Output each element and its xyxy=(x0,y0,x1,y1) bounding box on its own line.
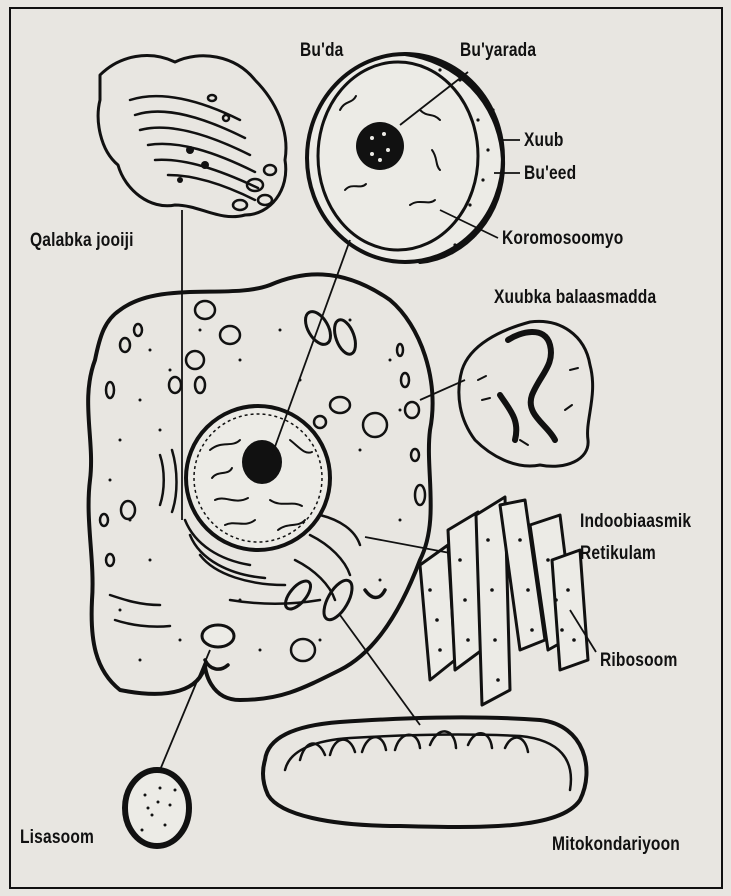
label-membrane-line2: Bu'eed xyxy=(524,163,576,184)
label-golgi: Qalabka jooiji xyxy=(30,230,134,251)
membrane-illustration xyxy=(459,321,593,466)
label-lysosome: Lisasoom xyxy=(20,827,94,848)
label-mitochondrion: Mitokondariyoon xyxy=(552,834,680,855)
lysosome-inner xyxy=(202,625,234,647)
label-chromosome: Koromosoomyo xyxy=(502,228,623,249)
lysosome-illustration xyxy=(125,770,189,846)
label-ribosome: Ribosoom xyxy=(600,650,677,671)
animal-cell xyxy=(88,274,432,700)
cell-nucleus xyxy=(186,406,330,550)
label-nucleolus: Bu'yarada xyxy=(460,40,536,61)
label-cytoplasm: Xuubka balaasmadda xyxy=(494,287,656,308)
label-er-line1: Indoobiaasmik xyxy=(580,511,691,532)
mitochondrion-illustration xyxy=(263,717,586,827)
er-illustration xyxy=(420,497,588,705)
label-membrane-line1: Xuub xyxy=(524,130,564,151)
nucleus-illustration xyxy=(307,54,503,262)
label-er-line2: Retikulam xyxy=(580,543,656,564)
golgi-illustration xyxy=(98,56,286,217)
label-nucleus: Bu'da xyxy=(300,40,343,61)
